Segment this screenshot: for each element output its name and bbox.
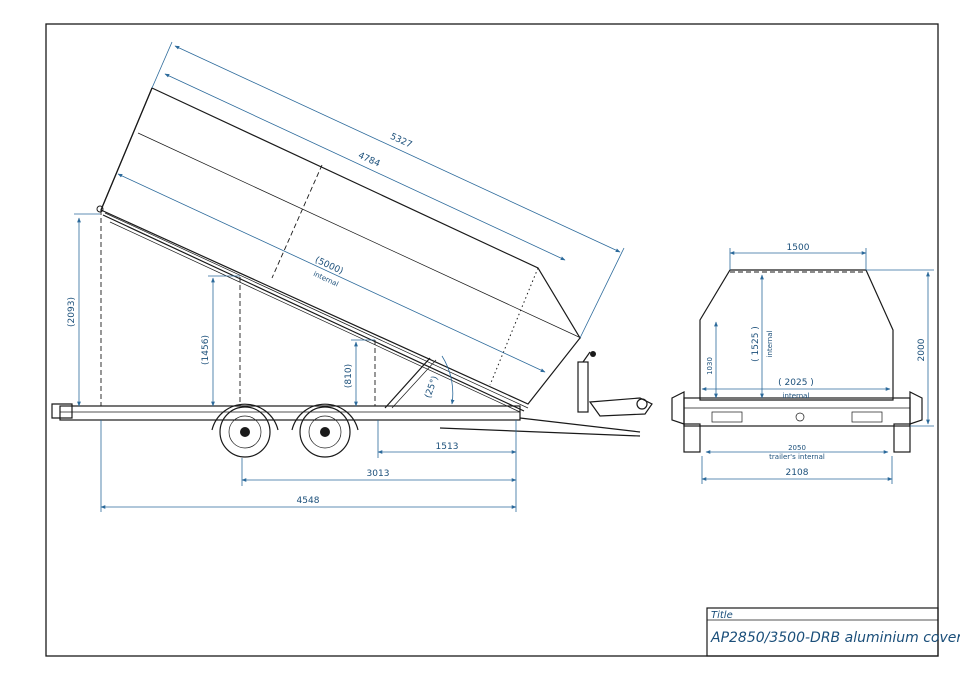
chassis [51, 210, 653, 458]
dim-2108: 2108 [786, 468, 809, 478]
dim-5327: 5327 [388, 132, 413, 151]
title-block-value: AP2850/3500-DRB aluminium cover [710, 630, 960, 646]
dim-4784: 4784 [356, 151, 381, 170]
dim-2000: 2000 [917, 338, 927, 361]
rear-dimensions: 1500 ( 1525 ) internal 1030 2000 ( 2025 … [701, 243, 934, 484]
title-block: Title AP2850/3500-DRB aluminium cover [706, 607, 960, 657]
dim-2050-word: trailer's internal [769, 453, 825, 461]
dim-2025-word: internal [783, 392, 810, 400]
dim-1513: 1513 [436, 442, 459, 452]
rear-view: 1500 ( 1525 ) internal 1030 2000 ( 2025 … [671, 243, 934, 484]
side-view: 5327 4784 (5000) internal (2093) (1456) … [51, 41, 653, 512]
dim-4548: 4548 [297, 496, 320, 506]
title-block-label: Title [711, 610, 733, 621]
dim-1030: 1030 [706, 357, 714, 375]
side-dimensions: 5327 4784 (5000) internal (2093) (1456) … [67, 41, 625, 512]
dim-2025: ( 2025 ) [778, 378, 814, 388]
dim-2050: 2050 [788, 444, 806, 452]
dim-1500: 1500 [787, 243, 810, 253]
dim-810: (810) [344, 364, 354, 388]
dim-1525-word: internal [766, 331, 774, 358]
tipping-body [96, 87, 582, 413]
wheel-rear [291, 403, 359, 458]
dim-3013: 3013 [367, 469, 390, 479]
drawing-frame [45, 23, 939, 657]
dim-1456: (1456) [201, 335, 211, 365]
wheel-front [211, 403, 279, 458]
dim-2093: (2093) [67, 297, 77, 327]
dim-angle-25: (25°) [423, 375, 440, 400]
dim-1525: ( 1525 ) [751, 326, 761, 362]
